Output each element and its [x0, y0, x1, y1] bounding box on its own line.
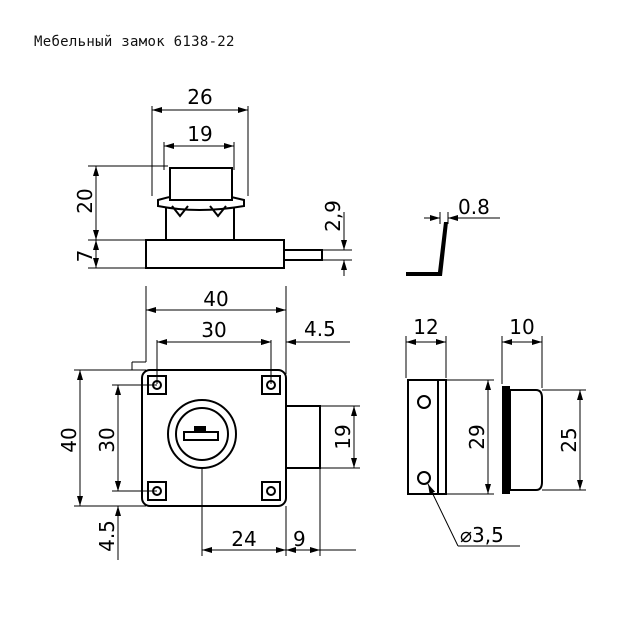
side-flange — [437, 379, 447, 495]
strike-body — [509, 389, 543, 491]
front-key-pin — [194, 426, 206, 432]
dim-hole-span-y: 30 — [95, 427, 119, 452]
front-cylinder-inner — [175, 407, 229, 461]
side-hole-bottom — [417, 471, 431, 485]
top-bolt — [283, 249, 323, 261]
dim-plate-thickness: 7 — [73, 250, 97, 263]
dim-side-height: 29 — [465, 424, 489, 449]
dim-side-width: 12 — [413, 315, 438, 339]
mount-hole-br — [261, 481, 281, 501]
dim-top-width: 26 — [187, 85, 212, 109]
dim-bolt-height: 19 — [331, 424, 355, 449]
dim-hole-span-x: 30 — [201, 318, 226, 342]
dim-offset-bottom: 4.5 — [95, 520, 119, 552]
dim-bolt-thickness: 2,9 — [321, 200, 345, 232]
top-base-plate — [145, 239, 285, 269]
top-cylinder-head — [169, 167, 233, 201]
dim-offset-right: 4.5 — [304, 317, 336, 341]
front-bolt — [283, 405, 321, 469]
dim-strike-height: 25 — [557, 427, 581, 452]
drawing-title: Мебельный замок 6138-22 — [34, 34, 235, 50]
dim-bolt-throw: 9 — [293, 527, 306, 551]
dim-cylinder-width: 19 — [187, 122, 212, 146]
dim-strike-width: 10 — [509, 315, 534, 339]
strike-view: 10 25 — [501, 315, 586, 494]
strike-back — [502, 386, 510, 494]
dim-body-height: 40 — [57, 427, 81, 452]
gauge-profile — [406, 222, 448, 276]
front-body — [141, 369, 287, 507]
dim-hole-diameter: ⌀3,5 — [460, 523, 504, 547]
side-view: 12 29 ⌀3,5 — [405, 315, 520, 547]
dim-body-width: 40 — [203, 287, 228, 311]
dim-key-to-edge: 24 — [231, 527, 256, 551]
dim-plate-gauge: 0.8 — [458, 195, 490, 219]
top-tab-right — [209, 205, 227, 218]
side-hole-top — [417, 395, 431, 409]
front-view: 40 30 4.5 40 30 4.5 19 — [57, 286, 360, 560]
dim-top-height: 20 — [73, 188, 97, 213]
top-view: 26 19 20 7 2,9 — [73, 85, 352, 276]
plate-gauge-view: 0.8 — [406, 195, 500, 276]
top-tab-left — [171, 205, 189, 218]
